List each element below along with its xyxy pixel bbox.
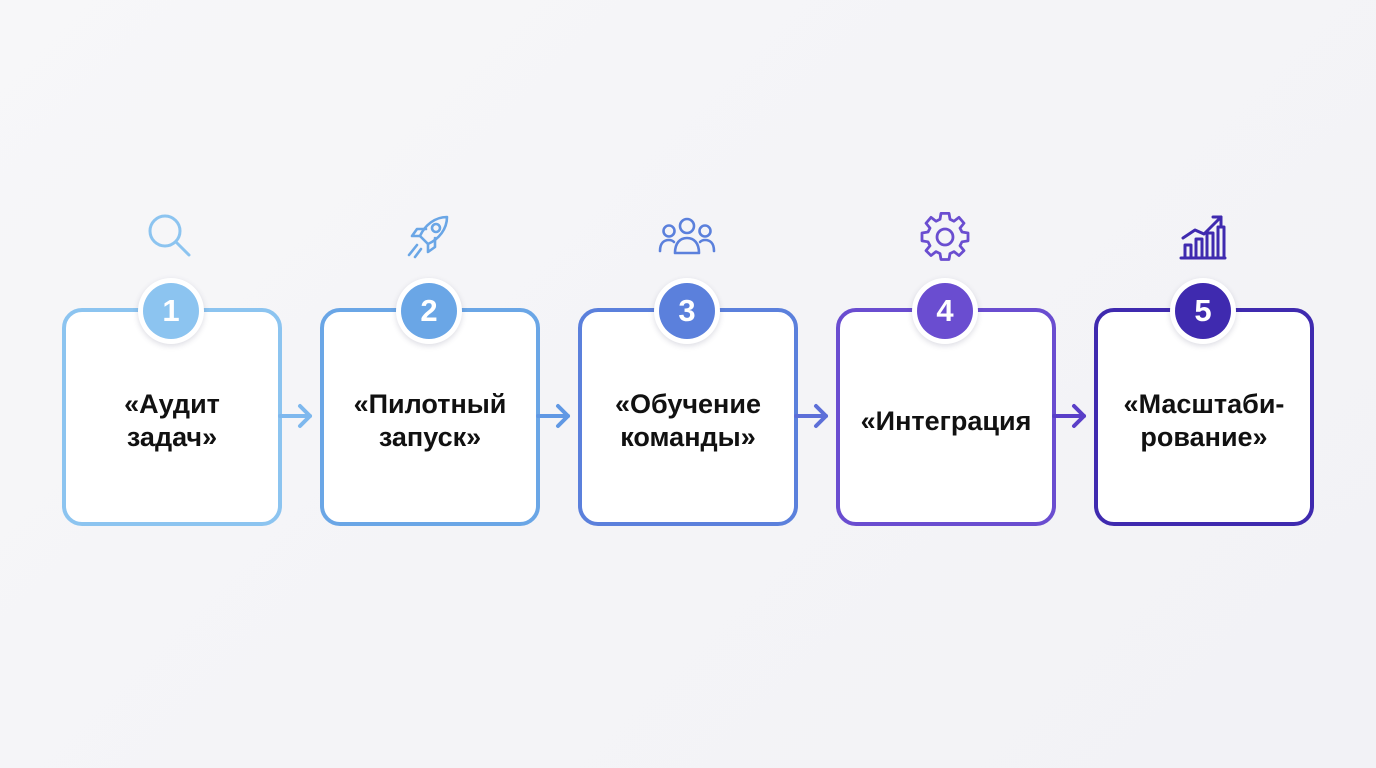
step-1-label: «Аудит задач» xyxy=(124,389,220,452)
step-3-box: «Обучение команды» xyxy=(578,308,798,526)
step-5-box: «Масштаби- рование» xyxy=(1094,308,1314,526)
step-4-label: «Интеграция xyxy=(860,405,1032,436)
arrow-right-icon xyxy=(792,398,832,434)
step-5-number: 5 xyxy=(1175,283,1231,339)
step-3-number: 3 xyxy=(659,283,715,339)
step-2-number: 2 xyxy=(401,283,457,339)
rocket-icon xyxy=(403,211,455,263)
step-5-label: «Масштаби- рование» xyxy=(1123,389,1285,452)
arrow-right-icon xyxy=(1050,398,1090,434)
search-icon xyxy=(145,211,197,263)
team-icon xyxy=(657,211,717,263)
step-1: «Аудит задач» 1 xyxy=(62,0,282,768)
step-5-badge: 5 xyxy=(1170,278,1236,344)
step-1-badge: 1 xyxy=(138,278,204,344)
step-4-number: 4 xyxy=(917,283,973,339)
step-4-badge: 4 xyxy=(912,278,978,344)
growth-chart-icon xyxy=(1177,211,1229,263)
step-2-label: «Пилотный запуск» xyxy=(353,389,507,452)
step-3: «Обучение команды» 3 xyxy=(578,0,798,768)
step-2-box: «Пилотный запуск» xyxy=(320,308,540,526)
step-2-badge: 2 xyxy=(396,278,462,344)
step-3-label: «Обучение команды» xyxy=(615,389,761,452)
arrow-right-icon xyxy=(276,398,316,434)
step-4: «Интеграция 4 xyxy=(836,0,1056,768)
step-5: «Масштаби- рование» 5 xyxy=(1094,0,1314,768)
step-3-badge: 3 xyxy=(654,278,720,344)
step-2: «Пилотный запуск» 2 xyxy=(320,0,540,768)
gear-icon xyxy=(919,211,971,263)
step-1-number: 1 xyxy=(143,283,199,339)
arrow-right-icon xyxy=(534,398,574,434)
step-1-box: «Аудит задач» xyxy=(62,308,282,526)
